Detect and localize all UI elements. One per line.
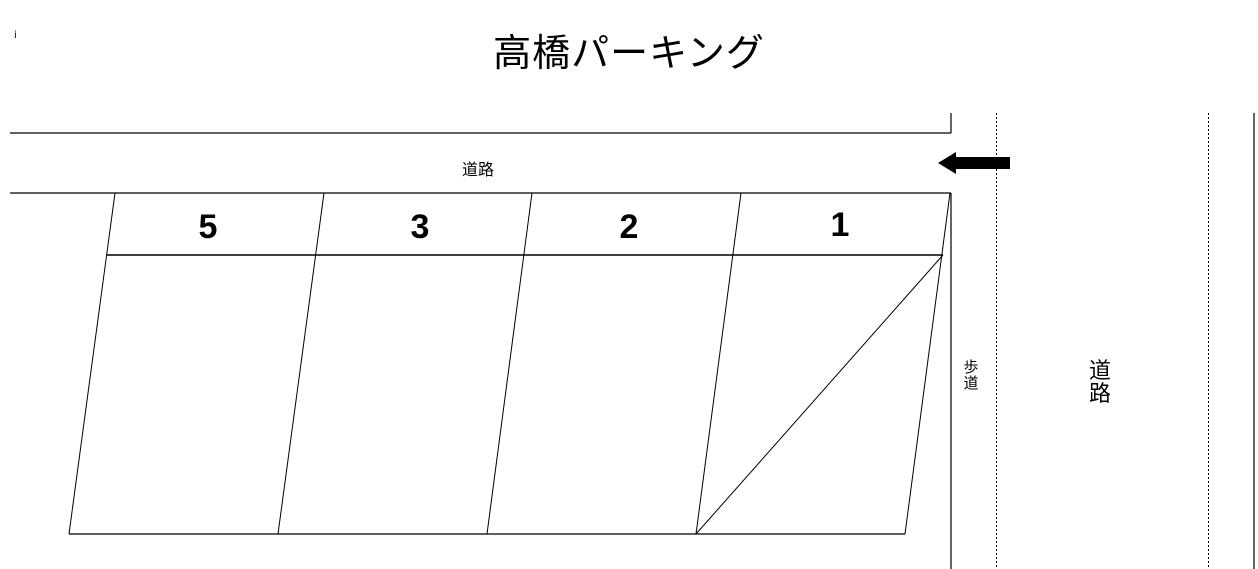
side-road-label-char-2: 路	[1088, 382, 1111, 408]
slot-number-2: 2	[619, 208, 639, 246]
side-road-lines	[950, 113, 1255, 569]
side-road-label-char-1: 道	[1088, 359, 1111, 384]
sidewalk-label-char-2: 道	[963, 373, 979, 392]
top-road	[10, 113, 952, 194]
slot-number-5: 5	[198, 208, 218, 246]
marker-text: i	[14, 30, 17, 41]
side-road-label: 道 路	[1086, 360, 1114, 406]
arrow-left-icon	[938, 152, 1010, 174]
slot-number-3: 3	[410, 208, 430, 246]
sidewalk-label-char-1: 歩	[963, 358, 979, 376]
sidewalk-label: 歩 道	[960, 358, 982, 392]
parking-lot	[68, 192, 951, 535]
slot-1-diagonal	[695, 254, 944, 535]
page-title: 高橋パーキング	[493, 31, 765, 75]
top-road-label: 道路	[462, 160, 495, 179]
slot-number-1: 1	[830, 206, 850, 244]
